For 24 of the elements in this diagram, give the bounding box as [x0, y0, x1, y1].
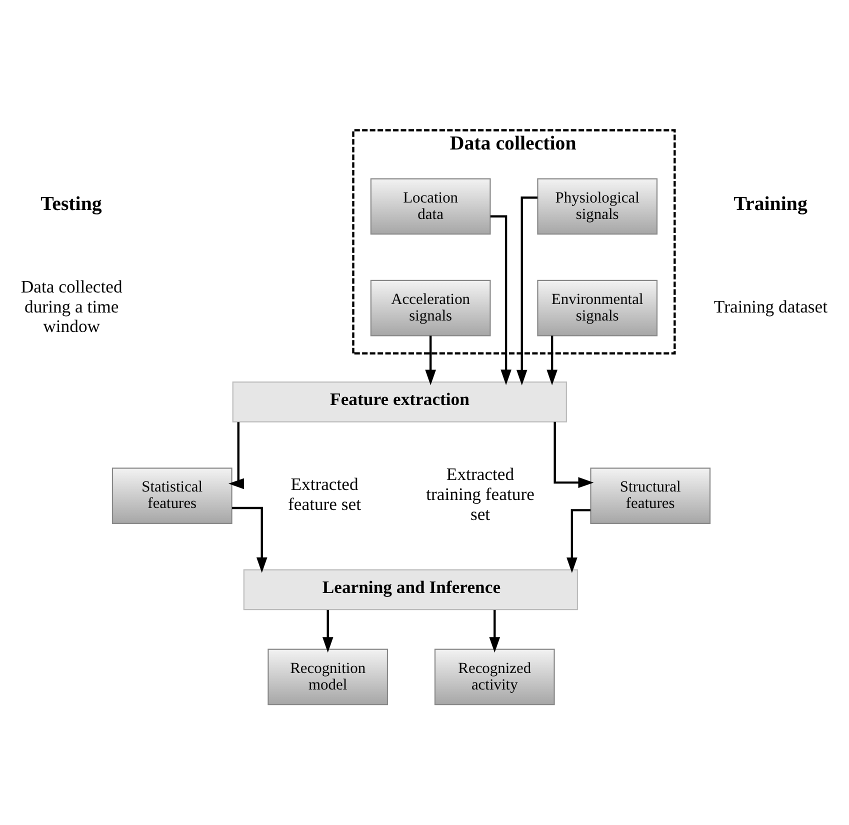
- label: Extracted feature set: [288, 474, 362, 514]
- label: Extracted training feature set: [426, 464, 534, 524]
- label: Training dataset: [714, 296, 828, 316]
- node-box: Location data: [370, 178, 491, 234]
- node-box: Feature extraction: [232, 381, 567, 422]
- arrow: [228, 422, 244, 489]
- arrow: [566, 508, 591, 572]
- node-box: Acceleration signals: [370, 279, 491, 336]
- label: Training: [734, 192, 808, 215]
- arrow: [322, 609, 334, 652]
- node-box: Learning and Inference: [243, 568, 578, 610]
- arrow: [489, 609, 500, 652]
- node-box: Structural features: [590, 467, 711, 524]
- node-box: Physiological signals: [537, 178, 658, 234]
- node-box: Statistical features: [112, 467, 232, 524]
- arrow: [232, 506, 268, 572]
- arrow: [546, 335, 558, 385]
- node-box: Recognized activity: [434, 648, 555, 705]
- arrow: [554, 421, 594, 488]
- arrow: [425, 335, 436, 385]
- node-box: Recognition model: [268, 648, 388, 705]
- label: Data collected during a time window: [20, 276, 122, 336]
- node-box: Environmental signals: [537, 279, 658, 336]
- label: Testing: [40, 192, 102, 215]
